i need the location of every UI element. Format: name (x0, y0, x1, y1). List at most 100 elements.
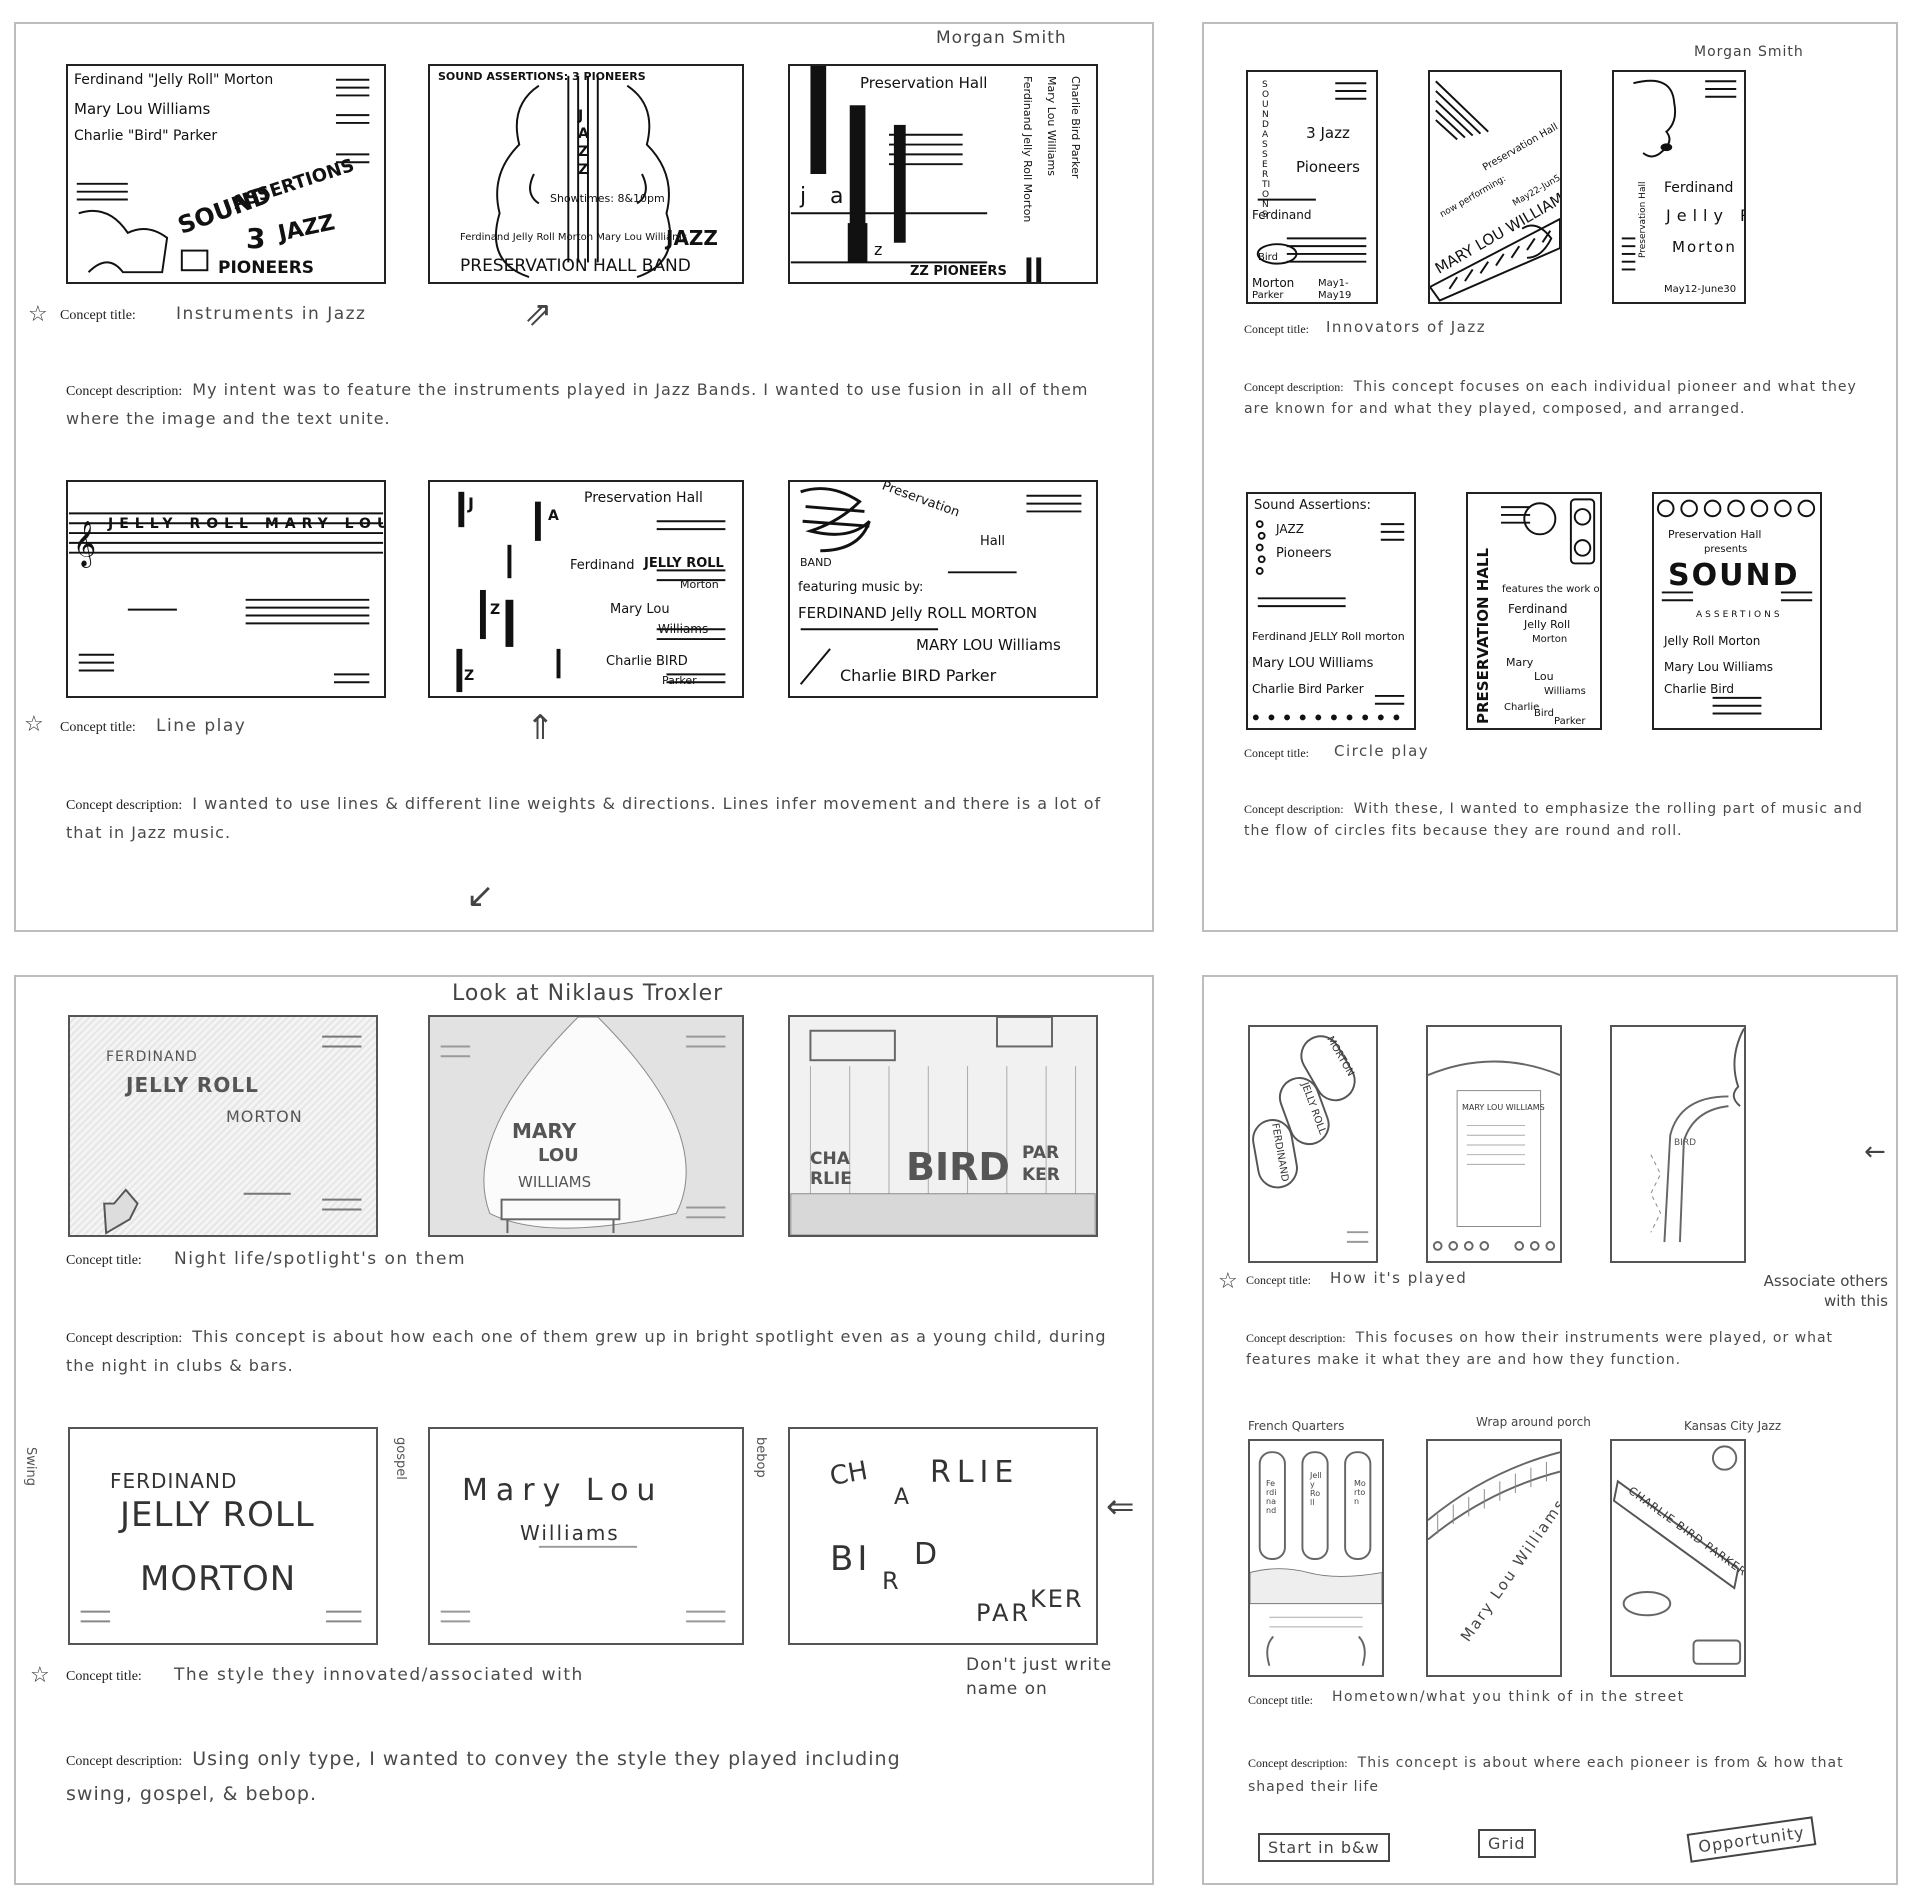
thumbnail-music-staff: 𝄞 JELLY ROLL MARY LOU CHARLIE BIRD (66, 480, 386, 698)
thumbnail-sound-circles-letters: Preservation Hall presents SOUND ASSERTI… (1652, 492, 1822, 730)
sheet-innovators-circle-play: Morgan Smith SOUND ASSERTIONS 3 Jazz Pio… (1202, 22, 1898, 932)
hammers-sketch (1252, 1035, 1369, 1243)
word-pioneers: PIONEERS (218, 258, 315, 278)
side-text: SOUND ASSERTIONS (1262, 80, 1271, 220)
svg-text:𝄞: 𝄞 (73, 522, 96, 568)
stage-sketch (790, 1017, 1096, 1235)
band-name: PRESERVATION HALL BAND (460, 256, 691, 276)
star-mark-icon: ☆ (28, 302, 48, 327)
thumbnail-gospel-type: Mary Lou Williams (428, 1427, 744, 1645)
sketch-lines (1256, 82, 1367, 265)
name-1: FERDINAND Jelly ROLL MORTON (798, 604, 1038, 622)
name-line-1: Ferdinand "Jelly Roll" Morton (74, 72, 274, 88)
concept-title-label: Concept title: (66, 1253, 142, 1268)
concept-description: Concept description:With these, I wanted… (1244, 798, 1884, 842)
thumbnail-charlie-bird-stage: CHA RLIE BIRD PAR KER (788, 1015, 1098, 1237)
caption-1: French Quarters (1248, 1419, 1345, 1433)
name-1a: Ferdinand (570, 558, 635, 573)
bottom-text: ZZ PIONEERS (910, 264, 1007, 279)
column-3: Morton (1354, 1479, 1366, 1506)
name-line-3: Charlie "Bird" Parker (74, 128, 218, 144)
side-label-1: Swing (23, 1447, 38, 1486)
thumbnail-jelly-roll-portrait: Preservation Hall Ferdinand Jelly Roll M… (1612, 70, 1746, 304)
line-5: R (882, 1567, 899, 1595)
sketch-lines (440, 1545, 726, 1623)
star-mark-icon: ☆ (30, 1663, 50, 1688)
name-3b: Parker (662, 674, 697, 687)
column-1: Ferdinand (1266, 1479, 1277, 1515)
concept-title: The style they innovated/associated with (174, 1665, 584, 1685)
frame-top-text: Preservation Hall (860, 74, 988, 92)
sheet-night-life-style: Look at Niklaus Troxler FERDINAND JELLY … (14, 975, 1154, 1885)
line-1: FERDINAND (106, 1049, 198, 1065)
concept-description: Concept description:This concept focuses… (1244, 376, 1864, 420)
frame-top-text: SOUND ASSERTIONS: 3 PIONEERS (438, 70, 646, 83)
note-box-grid: Grid (1478, 1829, 1536, 1858)
line-4: PAR (1022, 1143, 1060, 1163)
concept-description-label: Concept description: (1248, 1756, 1348, 1770)
sheet-how-its-played-hometown: MORTON JELLY ROLL FERDINAND MARY LOU WIL… (1202, 975, 1898, 1885)
concept-description: Concept description:I wanted to use line… (66, 790, 1126, 846)
sub-1: JAZZ (1276, 522, 1304, 536)
thumbnail-upright-bass: SOUND ASSERTIONS: 3 PIONEERS J A Z Z Sho… (428, 64, 744, 284)
sub-text: ASSERTIONS (1696, 610, 1783, 620)
concept-description-text: My intent was to feature the instruments… (66, 380, 1089, 428)
arrow-up-icon: ⇗ (524, 294, 553, 334)
line-1: CH (827, 1455, 871, 1493)
thumbnail-scribble-band: Preservation Hall BAND featuring music b… (788, 480, 1098, 698)
thumbnail-piano-keys: Preservation Hall Ferdinand Jelly Roll M… (788, 64, 1098, 284)
piano-sketch (1430, 80, 1560, 302)
name-2a: Mary (1506, 656, 1534, 669)
name-3b: Bird (1534, 708, 1554, 719)
arrow-left-icon: ⇐ (1106, 1487, 1135, 1527)
line-7: PAR (976, 1599, 1032, 1627)
side-name-1: Ferdinand Jelly Roll Morton (1021, 76, 1034, 223)
name-3c: Parker (1554, 716, 1586, 727)
staff-text: JELLY ROLL MARY LOU CHARLIE BIRD (108, 516, 384, 532)
concept-description-label: Concept description: (66, 1331, 183, 1346)
concept-description: Concept description:This concept is abou… (66, 1323, 1126, 1379)
lid-sketch (1428, 1060, 1560, 1251)
big-text: SOUND (1668, 558, 1800, 593)
scribble-sketch (799, 487, 1082, 685)
staff-sketch: 𝄞 (68, 512, 384, 684)
name-1: Ferdinand JELLY Roll morton (1252, 630, 1405, 643)
concept-description-label: Concept description: (1244, 802, 1344, 816)
name-3: Charlie Bird Parker (1252, 682, 1364, 696)
line-1: Mary Lou (462, 1473, 664, 1508)
name-1a: Ferdinand (1508, 602, 1568, 616)
line-1: FERDINAND (110, 1469, 238, 1493)
name-3a: Charlie (1504, 702, 1540, 713)
thumbnail-piano-lid: MARY LOU WILLIAMS (1426, 1025, 1562, 1263)
line-3: MORTON (226, 1107, 303, 1126)
margin-note: Don't just write name on (966, 1655, 1113, 1699)
concept-description-text: I wanted to use lines & different line w… (66, 794, 1102, 842)
thumbnail-saxophone-breath: BIRD (1610, 1025, 1746, 1263)
concept-description-text: This concept is about how each one of th… (66, 1327, 1107, 1375)
presents-text: presents (1704, 544, 1748, 555)
featuring-label: featuring music by: (798, 580, 924, 595)
name-1: Ferdinand (1252, 208, 1312, 222)
name-line-2: Mary Lou Williams (74, 100, 211, 118)
name-3a: Charlie BIRD (606, 654, 688, 669)
sub-2: Pioneers (1276, 546, 1332, 561)
concept-description-text: This focuses on how their instruments we… (1246, 1330, 1834, 1368)
word-three: 3 (246, 222, 266, 255)
thumbnail-sound-assertions-circles: Sound Assertions: JAZZ Pioneers Ferdinan… (1246, 492, 1416, 730)
letter-z: z (874, 240, 883, 259)
name-2: MARY LOU Williams (916, 636, 1061, 654)
name-2: Bird (1258, 252, 1278, 263)
thumbnail-swing-type: FERDINAND JELLY ROLL MORTON (68, 1427, 378, 1645)
porch-sketch (1428, 1451, 1560, 1541)
name-1b: Jelly Roll (1524, 618, 1571, 631)
letter-z2: Z (464, 668, 475, 684)
arrow-left-icon: ← (1864, 1137, 1886, 1167)
spotlight-sketch (440, 1017, 726, 1234)
name-1: Jelly Roll Morton (1664, 634, 1761, 648)
concept-description-label: Concept description: (66, 384, 183, 399)
concept-title-label: Concept title: (60, 308, 136, 323)
line-2: JELLY ROLL (120, 1495, 315, 1535)
line-2: A (894, 1485, 910, 1510)
line-3: BIRD (906, 1145, 1010, 1189)
concept-description-label: Concept description: (1244, 380, 1344, 394)
